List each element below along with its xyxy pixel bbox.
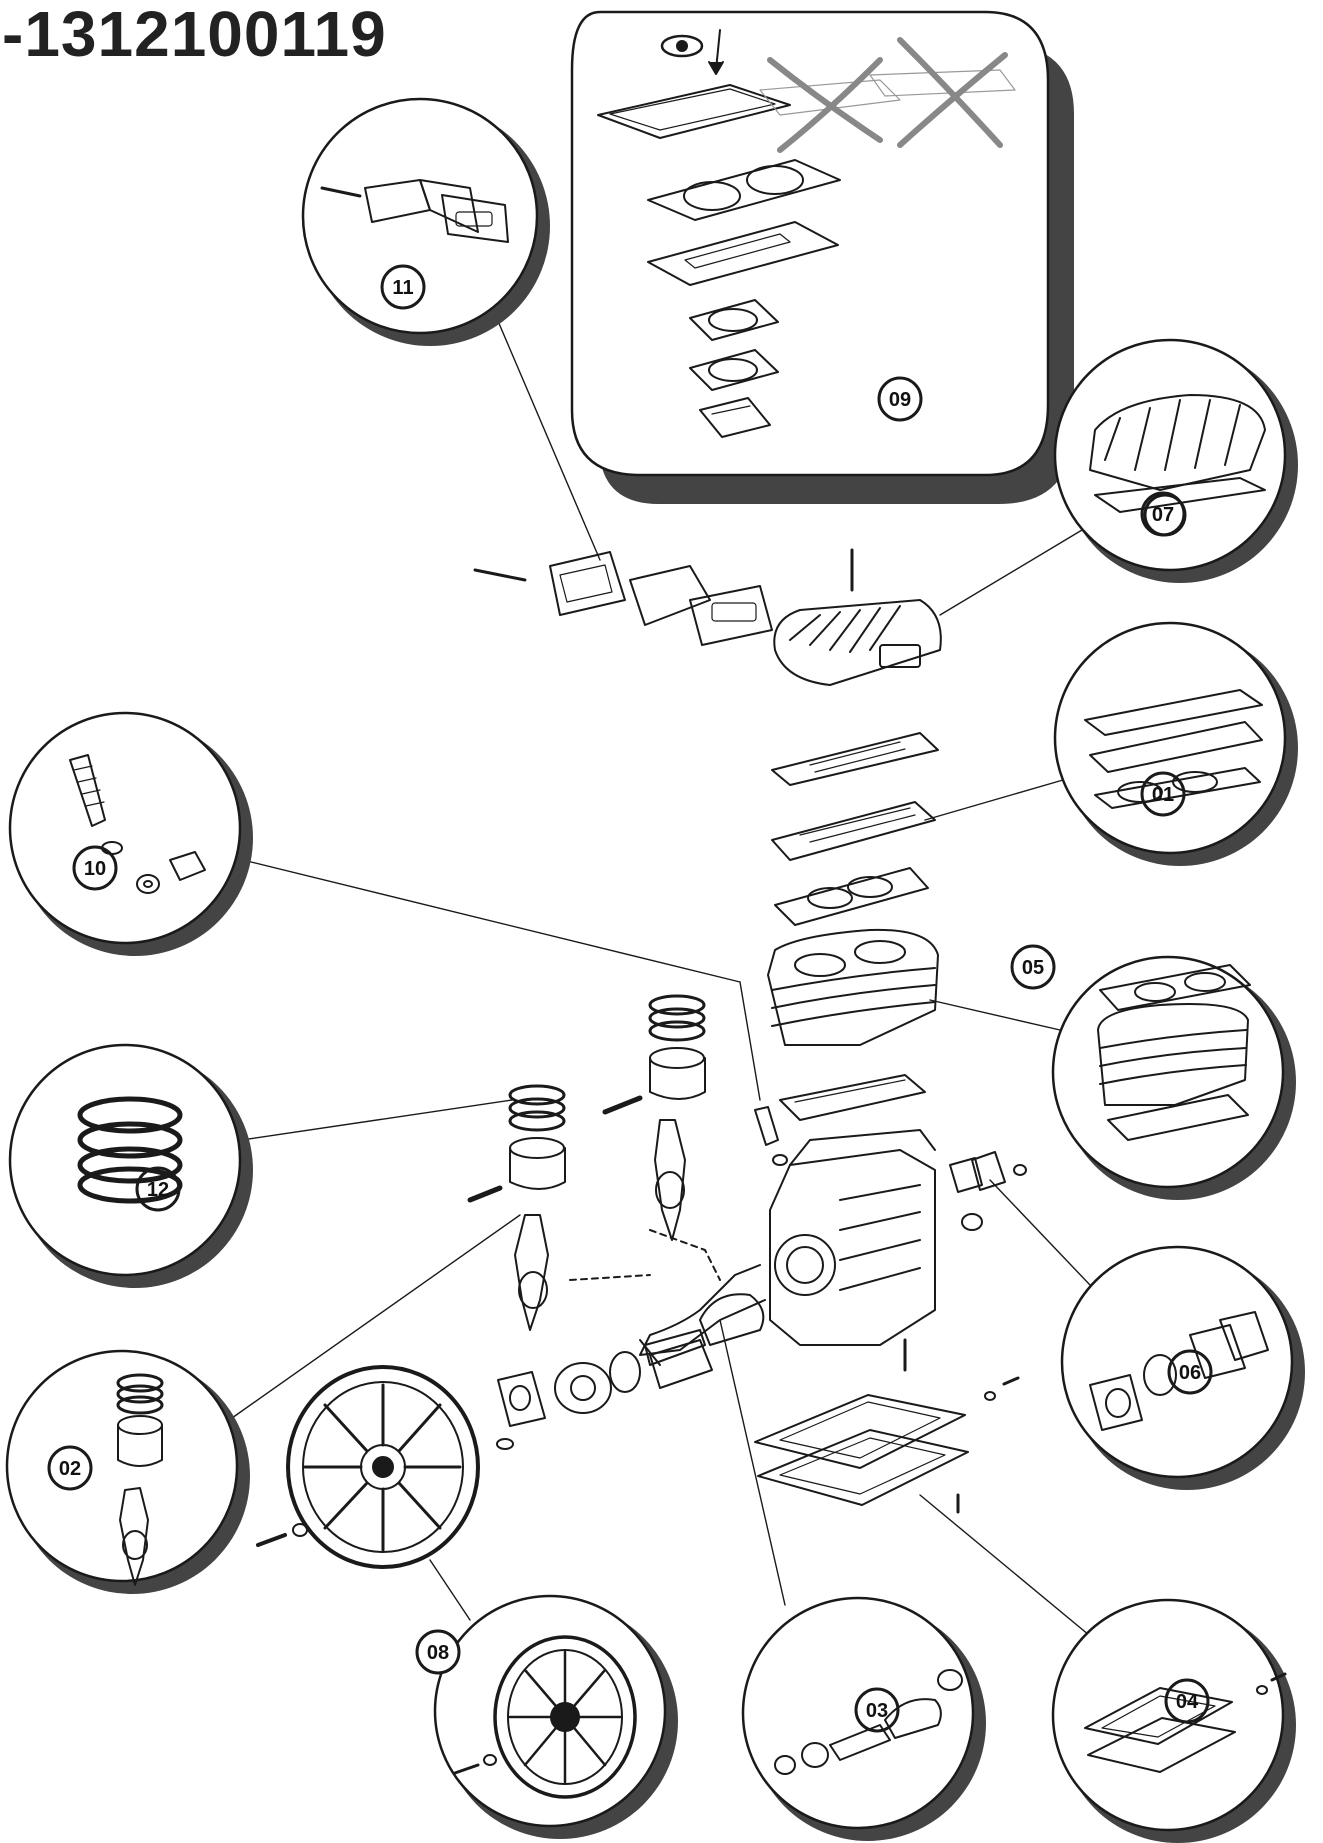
pistons-and-rods	[467, 994, 788, 1331]
part-number-title: -1312100119	[2, 0, 387, 70]
cylinder-head	[773, 548, 942, 686]
svg-text:04: 04	[1176, 1691, 1199, 1713]
leader-lines	[231, 306, 1096, 1641]
callout-05: 05	[1010, 944, 1056, 990]
eye-icon	[660, 34, 704, 58]
callout-02: 02	[47, 1445, 93, 1491]
cylinder-detail	[1051, 955, 1296, 1200]
svg-text:08: 08	[427, 1642, 449, 1664]
svg-text:01: 01	[1152, 784, 1174, 806]
air-filter-detail	[301, 97, 550, 346]
svg-text:02: 02	[59, 1458, 81, 1480]
svg-text:11: 11	[392, 277, 413, 299]
callout-labels: 11 09 07 01 10 05 12 06	[47, 264, 1213, 1733]
drain-plug-detail	[8, 711, 253, 956]
base-gaskets	[754, 1376, 1020, 1514]
crankcase	[569, 1129, 936, 1372]
callout-11: 11	[380, 264, 426, 310]
air-filter-assembly	[473, 551, 773, 646]
svg-text:09: 09	[889, 389, 911, 411]
callout-01: 01	[1140, 771, 1186, 817]
gasket-kit-panel	[570, 10, 1074, 504]
piston-detail	[5, 1349, 250, 1594]
callout-12: 12	[135, 1166, 181, 1212]
bearing-cover-detail	[1060, 1245, 1305, 1490]
cylinder-block	[767, 928, 939, 1121]
callout-04: 04	[1164, 1678, 1210, 1724]
svg-text:07: 07	[1152, 504, 1174, 526]
side-covers	[496, 1151, 1027, 1450]
piston-rings-detail	[8, 1043, 253, 1288]
valve-plate-detail	[1053, 621, 1298, 866]
callout-09: 09	[877, 376, 923, 422]
svg-text:10: 10	[84, 858, 106, 880]
base-gasket-detail	[1051, 1598, 1296, 1843]
flywheel	[256, 1365, 480, 1569]
callout-03: 03	[854, 1687, 900, 1733]
svg-text:06: 06	[1179, 1362, 1201, 1384]
callout-07: 07	[1140, 491, 1186, 537]
valve-plate-stack	[771, 732, 939, 926]
crankshaft-detail	[741, 1596, 986, 1841]
svg-text:05: 05	[1022, 957, 1044, 979]
callout-08: 08	[415, 1629, 461, 1675]
callout-10: 10	[72, 845, 118, 891]
cylinder-head-detail	[1053, 338, 1298, 583]
flywheel-detail	[433, 1594, 678, 1839]
svg-text:03: 03	[866, 1700, 888, 1722]
crankshaft	[644, 1293, 765, 1366]
callout-06: 06	[1167, 1349, 1213, 1395]
svg-text:12: 12	[147, 1179, 169, 1201]
